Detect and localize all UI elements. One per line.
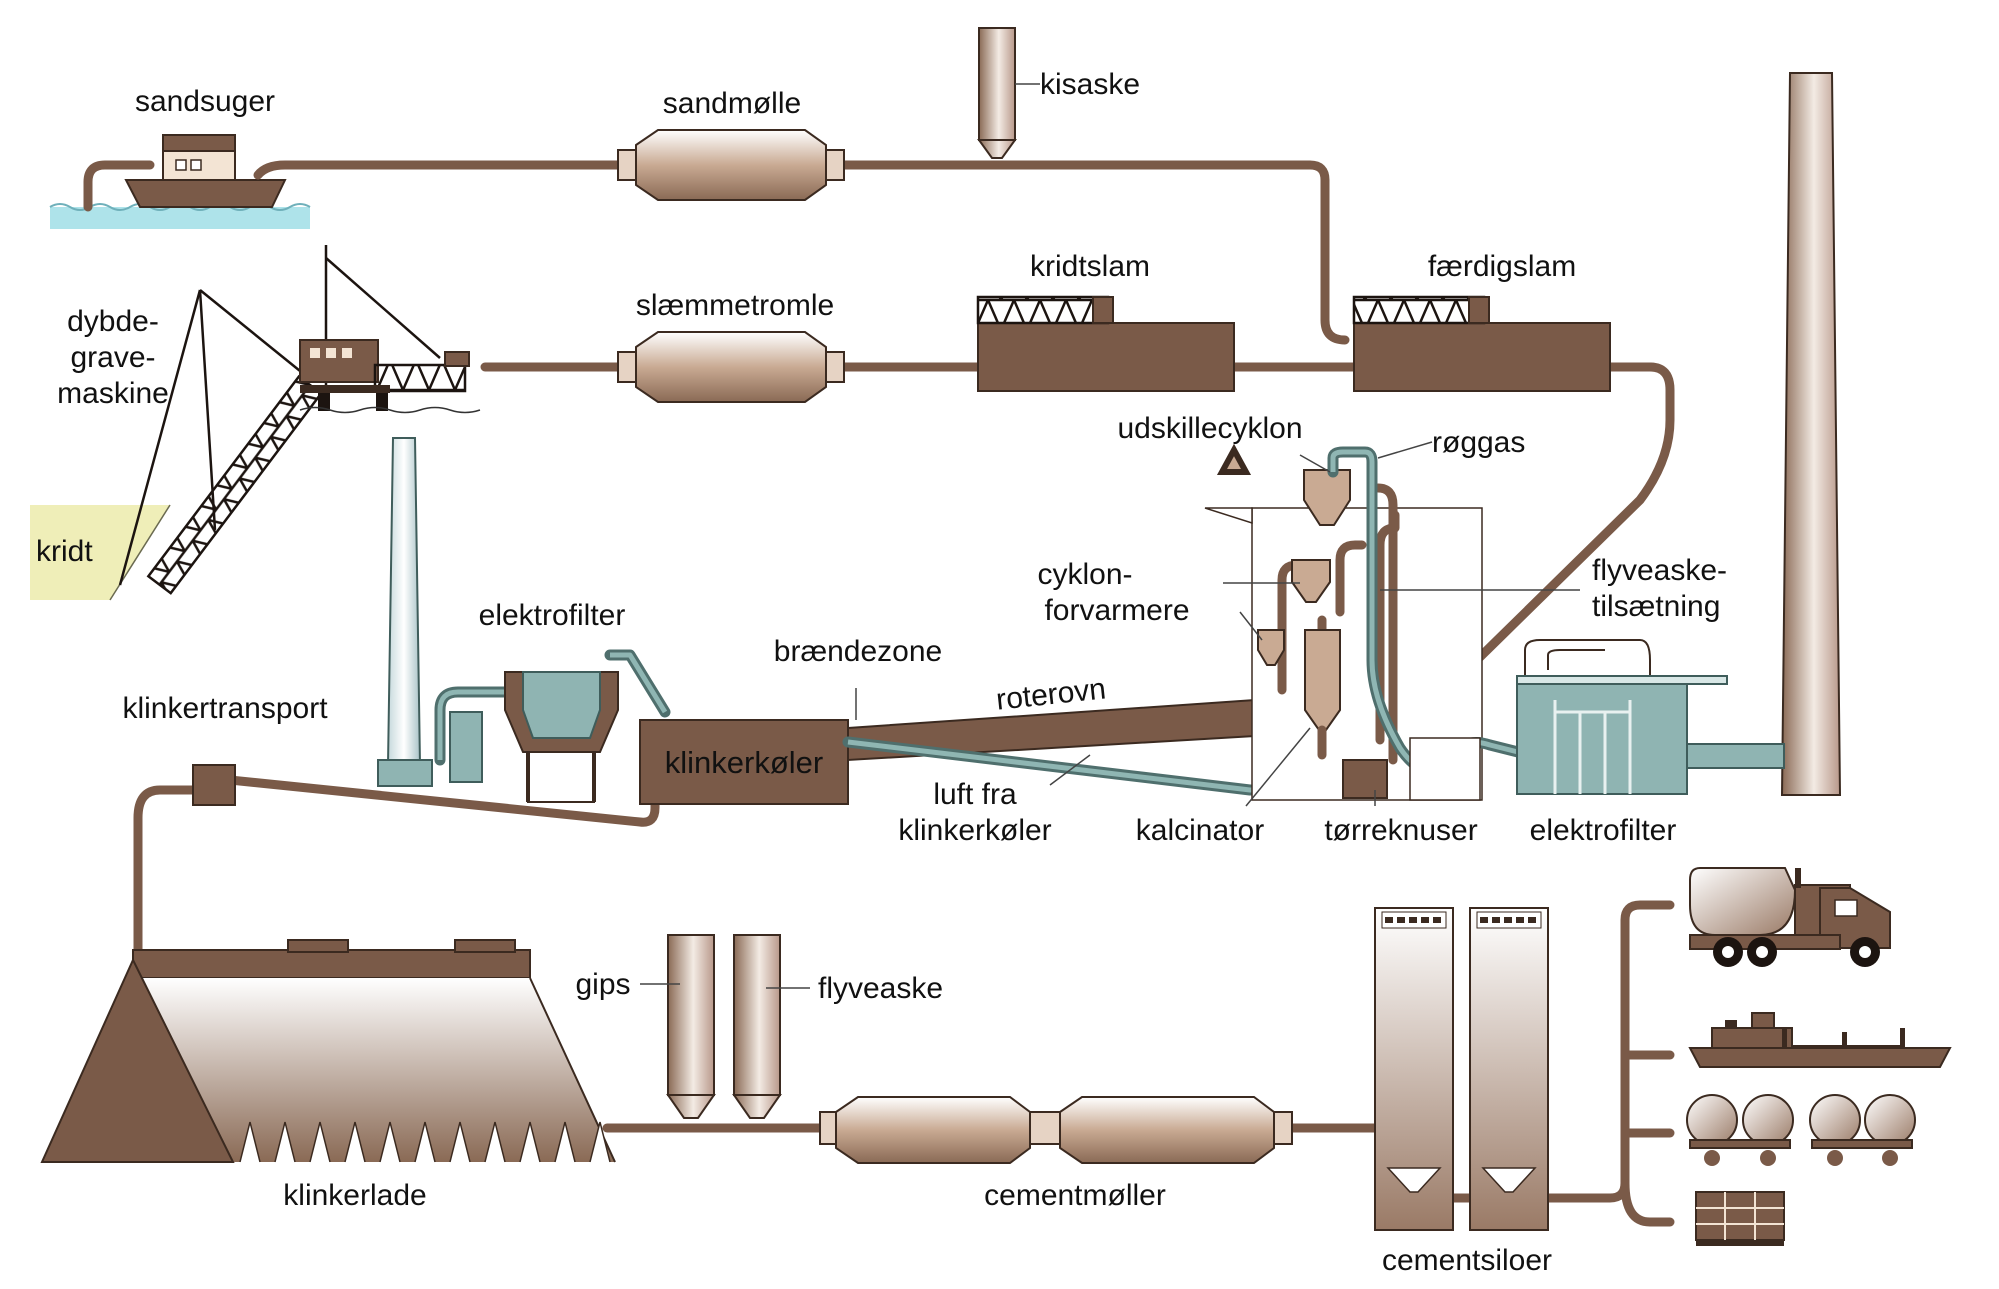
label-cementsiloer: cementsiloer <box>1382 1244 1552 1277</box>
label-torreknuser: tørreknuser <box>1324 814 1477 847</box>
label-luft-fra-1: luft fra <box>933 778 1017 811</box>
finished-slurry-tank <box>1352 295 1611 392</box>
label-flyveaske: flyveaske <box>818 972 943 1005</box>
cement-mill-1 <box>819 1096 1061 1164</box>
cement-silo-2 <box>1469 907 1549 1231</box>
rail-tank-cars <box>1686 1094 1916 1166</box>
sand-pipe <box>83 160 1350 345</box>
cement-silo-1 <box>1374 907 1454 1231</box>
concrete-mixer-truck <box>1689 867 1891 967</box>
label-klinkertransport: klinkertransport <box>122 692 328 725</box>
label-flyveasketilsatning-2: tilsætning <box>1592 590 1720 623</box>
dredger <box>30 245 481 601</box>
label-roggas: røggas <box>1432 426 1525 459</box>
cement-bags <box>1695 1191 1785 1246</box>
label-elektrofilter-right: elektrofilter <box>1530 814 1677 847</box>
dryer-crusher <box>1342 737 1481 801</box>
cement-mill-2 <box>1059 1096 1293 1164</box>
label-kalcinator: kalcinator <box>1136 814 1264 847</box>
label-klinkerlade: klinkerlade <box>283 1179 426 1212</box>
label-cyklonforvarmere-2: forvarmere <box>1044 594 1189 627</box>
label-dybdegravemaskine-3: maskine <box>57 377 169 410</box>
leader-lines <box>1049 441 1580 807</box>
cooler-chimney <box>377 437 433 787</box>
clinker-transport-line <box>133 764 660 956</box>
clinker-cooler <box>639 719 849 805</box>
main-chimney <box>1780 72 1842 796</box>
label-klinkerkoler: klinkerkøler <box>665 745 823 780</box>
sea-water <box>50 207 310 229</box>
label-cementmoller: cementmøller <box>984 1179 1166 1212</box>
label-dybdegravemaskine-2: grave- <box>70 341 155 374</box>
label-kridtslam: kridtslam <box>1030 250 1150 283</box>
wash-drum <box>617 331 845 403</box>
label-roterovn: roterovn <box>995 672 1108 716</box>
label-kisaske: kisaske <box>1040 68 1140 101</box>
label-flyveasketilsatning-1: flyveaske- <box>1592 554 1727 587</box>
label-sandsuger: sandsuger <box>135 85 275 118</box>
label-luft-fra-2: klinkerkøler <box>898 814 1051 847</box>
kisaske-silo <box>977 27 1040 159</box>
gypsum-silo <box>640 934 716 1119</box>
fly-ash-silo <box>732 934 810 1119</box>
label-sandmolle: sandmølle <box>663 87 801 120</box>
label-gips: gips <box>575 968 630 1001</box>
label-braendezone: brændezone <box>774 635 942 668</box>
labels: sandsuger sandmølle kisaske dybde- grave… <box>36 68 1727 1277</box>
label-slammetromle: slæmmetromle <box>636 289 834 322</box>
label-fardigslam: færdigslam <box>1428 250 1576 283</box>
label-elektrofilter-left: elektrofilter <box>479 599 626 632</box>
kiln-electrofilter <box>1516 639 1785 795</box>
label-udskillecyklon: udskillecyklon <box>1117 412 1302 445</box>
cooler-electrofilter <box>434 649 671 803</box>
label-dybdegravemaskine-1: dybde- <box>67 305 159 338</box>
cargo-ship <box>1688 1012 1952 1068</box>
sand-mill <box>617 129 845 201</box>
slurry-line <box>480 362 1675 770</box>
sand-suction-ship <box>49 134 311 229</box>
clinker-store <box>40 939 616 1163</box>
label-cyklonforvarmere-1: cyklon- <box>1037 558 1132 591</box>
chalk-slurry-tank <box>976 295 1235 392</box>
label-kridt: kridt <box>36 535 93 568</box>
